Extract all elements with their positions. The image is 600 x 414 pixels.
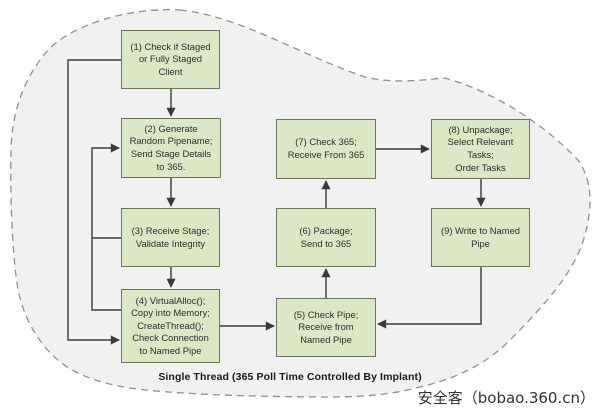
node-8-unpackage-tasks: (8) Unpackage; Select Relevant Tasks; Or… [431, 119, 530, 179]
node-9-write-named-pipe: (9) Write to Named Pipe [431, 208, 530, 267]
diagram-caption: Single Thread (365 Poll Time Controlled … [158, 371, 422, 383]
node-3-receive-stage: (3) Receive Stage; Validate Integrity [121, 208, 220, 267]
node-5-check-pipe: (5) Check Pipe; Receive from Named Pipe [276, 298, 376, 357]
node-2-generate-pipename: (2) Generate Random Pipename; Send Stage… [121, 118, 221, 178]
node-6-package-send: (6) Package; Send to 365 [276, 208, 376, 267]
edge-4-2 [91, 143, 121, 311]
edge-9-5 [377, 267, 482, 329]
node-1-check-if-staged: (1) Check if Staged or Fully Staged Clie… [121, 30, 220, 89]
edge-1-4 [67, 59, 121, 345]
node-7-check-365: (7) Check 365; Receive From 365 [276, 119, 376, 179]
watermark-text: 安全客（bobao.360.cn） [417, 389, 595, 407]
node-4-virtualalloc: (4) VirtualAlloc(); Copy into Memory; Cr… [121, 289, 220, 363]
